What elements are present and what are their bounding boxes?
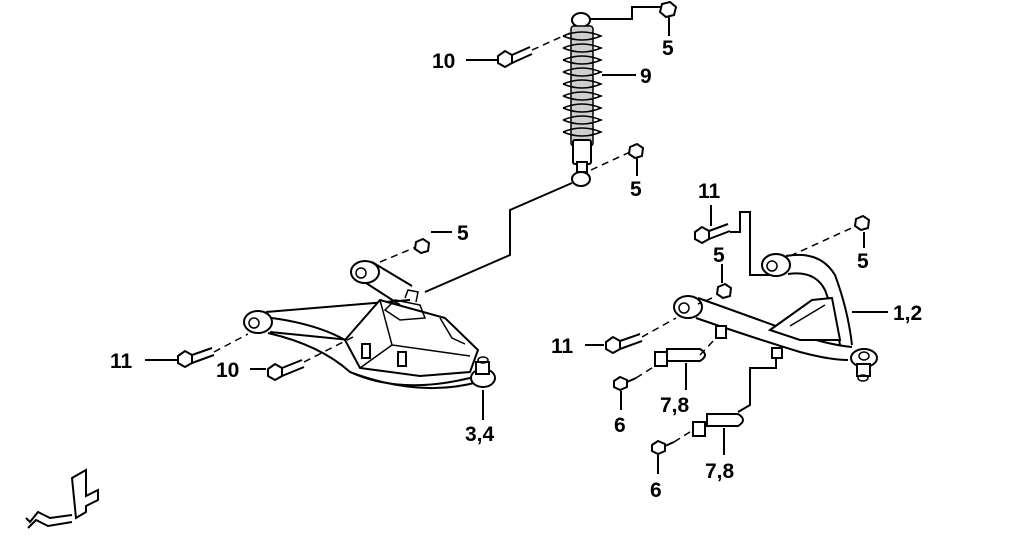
- label-11-right: 11: [551, 335, 574, 358]
- screw-6-a: [613, 375, 637, 392]
- label-1-2: 1,2: [893, 302, 922, 325]
- nut-5-mid: [627, 142, 645, 160]
- label-3-4: 3,4: [465, 423, 495, 446]
- label-11-left: 11: [110, 350, 133, 373]
- screw-6-b: [651, 439, 675, 456]
- bolt-11-left: [177, 347, 215, 369]
- nut-5-top: [658, 0, 678, 19]
- left-lower-a-arm: [243, 260, 496, 390]
- label-5-mid: 5: [630, 178, 642, 201]
- label-5-right: 5: [857, 250, 869, 273]
- nut-5-left: [413, 237, 431, 255]
- label-9: 9: [640, 65, 652, 88]
- right-upper-a-arm: [673, 253, 878, 382]
- label-7-8-b: 7,8: [705, 460, 735, 483]
- label-6-b: 6: [650, 479, 662, 502]
- bolt-11-right: [605, 333, 643, 355]
- clamp-7-8-a: [654, 348, 706, 367]
- bolt-10-left: [267, 359, 305, 382]
- nut-5-right-mid: [715, 282, 733, 300]
- label-10-left: 10: [216, 359, 239, 382]
- label-5-left: 5: [457, 222, 469, 245]
- bolt-11-right-top: [694, 223, 731, 245]
- label-5-right-mid: 5: [713, 244, 725, 267]
- front-direction-arrow-icon: F: [25, 468, 99, 529]
- label-10-top: 10: [432, 50, 455, 73]
- label-7-8-a: 7,8: [660, 394, 690, 417]
- clamp-7-8-b: [692, 413, 744, 437]
- bolt-10-top: [497, 46, 533, 69]
- label-5-top: 5: [662, 37, 674, 60]
- nut-5-right: [853, 214, 871, 232]
- label-6-a: 6: [614, 414, 626, 437]
- shock-absorber: [562, 12, 603, 187]
- label-11-right-top: 11: [698, 180, 721, 203]
